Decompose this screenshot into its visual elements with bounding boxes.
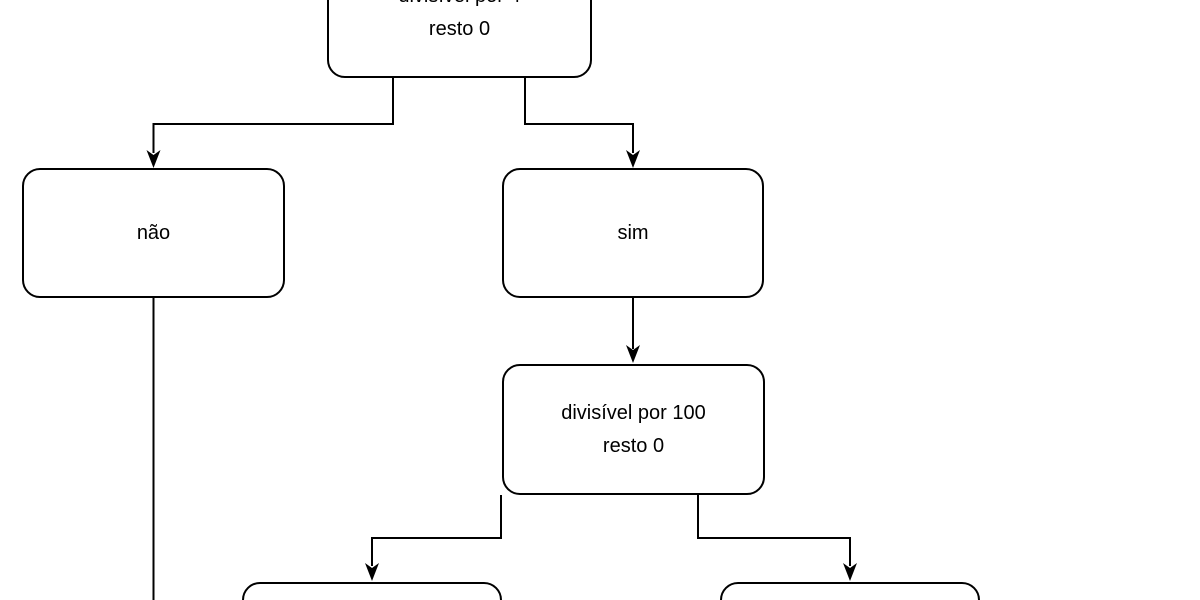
node-divisible-by-100: divisível por 100 resto 0 [502, 364, 765, 495]
node-bottom-left [242, 582, 502, 600]
node-label: não [136, 221, 171, 244]
edge-divisible100-to-bottom-left [365, 495, 502, 581]
arrowhead-down-icon [626, 345, 640, 363]
edge-divisible4-to-nao [146, 78, 394, 168]
node-label: divisível por 4 resto 0 [398, 0, 520, 40]
arrowhead-down-icon [843, 563, 857, 581]
node-label: divisível por 100 resto 0 [561, 401, 706, 457]
node-divisible-by-4: divisível por 4 resto 0 [327, 0, 592, 78]
edge-sim-to-divisible100 [626, 298, 640, 363]
node-nao: não [22, 168, 285, 298]
arrowhead-down-icon [365, 563, 379, 581]
arrowhead-down-icon [146, 150, 161, 168]
node-bottom-right [720, 582, 980, 600]
node-label: sim [617, 221, 649, 244]
edge-divisible4-to-sim [524, 78, 640, 168]
arrowhead-down-icon [626, 150, 640, 168]
node-sim: sim [502, 168, 764, 298]
edge-divisible100-to-bottom-right [697, 495, 857, 581]
